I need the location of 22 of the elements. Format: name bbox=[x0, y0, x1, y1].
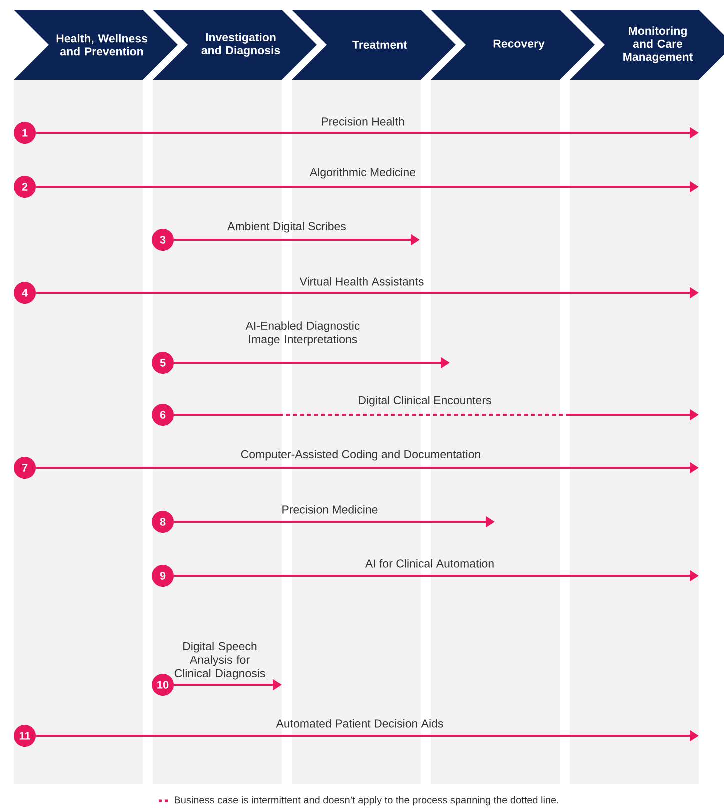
edge-label: Digital Clinical Encounters bbox=[359, 396, 492, 407]
node-label: Recovery bbox=[494, 40, 545, 50]
node-label: Investigation and Diagnosis bbox=[202, 33, 280, 57]
edge-label: Automated Patient Decision Aids bbox=[276, 719, 444, 728]
stage-header: Monitoring and Care Management bbox=[570, 10, 724, 80]
stage-header: Investigation and Diagnosis bbox=[153, 10, 317, 80]
stage-header: Recovery bbox=[431, 10, 595, 80]
legend-text: Business case is intermittent and doesn’t apply to the process spanning the dotted line. bbox=[175, 796, 558, 806]
edge-label: Precision Health bbox=[322, 117, 404, 126]
node-label: Health, Wellness and Prevention bbox=[56, 34, 148, 56]
node-label: Monitoring and Care Management bbox=[624, 26, 693, 64]
edge-label: AI for Clinical Automation bbox=[365, 559, 494, 568]
edge-label: Digital Speech Analysis for Clinical Diagnosis bbox=[174, 642, 266, 680]
edge-label: Precision Medicine bbox=[282, 505, 378, 514]
edge-label: Algorithmic Medicine bbox=[310, 168, 416, 179]
edge-label: Virtual Health Assistants bbox=[300, 277, 424, 286]
edge-label: Ambient Digital Scribes bbox=[228, 222, 346, 233]
edge-label: Computer-Assisted Coding and Documentation bbox=[241, 450, 480, 461]
edge-label: AI-Enabled Diagnostic Image Interpretations bbox=[246, 322, 360, 346]
stage-header: Treatment bbox=[292, 10, 456, 80]
node-label: Treatment bbox=[352, 40, 408, 50]
stage-header: Health, Wellness and Prevention bbox=[14, 10, 178, 80]
